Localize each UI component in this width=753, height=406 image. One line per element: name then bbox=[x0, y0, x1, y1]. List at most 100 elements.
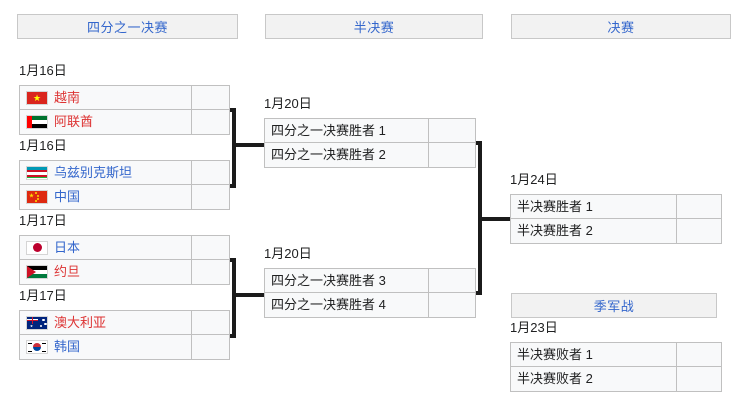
match-row[interactable]: 半决赛胜者 1 bbox=[510, 194, 722, 219]
match-date-sf2: 1月20日 bbox=[264, 246, 312, 261]
team-cell: 半决赛胜者 1 bbox=[511, 195, 677, 218]
bracket-connector-qf34-vertical bbox=[232, 258, 236, 338]
match-row[interactable]: 中国 bbox=[19, 185, 230, 210]
score-cell bbox=[677, 343, 721, 366]
match-date-qf1: 1月16日 bbox=[19, 63, 67, 78]
score-cell bbox=[192, 335, 229, 359]
round-header-semifinal: 半决赛 bbox=[265, 14, 483, 39]
score-cell bbox=[192, 236, 229, 259]
team-cell: 半决赛败者 2 bbox=[511, 367, 677, 391]
match-final: 半决赛胜者 1 半决赛胜者 2 bbox=[510, 194, 722, 244]
team-cell: 四分之一决赛胜者 4 bbox=[265, 293, 429, 317]
team-name[interactable]: 韩国 bbox=[54, 339, 81, 354]
team-name: 四分之一决赛胜者 3 bbox=[271, 272, 386, 288]
bracket-connector-qf2-horizontal bbox=[228, 184, 236, 188]
match-row[interactable]: 阿联酋 bbox=[19, 110, 230, 135]
round-header-final-label: 决赛 bbox=[607, 20, 635, 35]
team-name: 四分之一决赛胜者 1 bbox=[271, 122, 386, 138]
score-cell bbox=[192, 311, 229, 334]
score-cell bbox=[429, 143, 475, 167]
team-cell[interactable]: 乌兹别克斯坦 bbox=[20, 161, 192, 184]
score-cell bbox=[677, 195, 721, 218]
team-name: 四分之一决赛胜者 2 bbox=[271, 147, 386, 162]
round-header-quarterfinal-label: 四分之一决赛 bbox=[86, 20, 168, 35]
match-qf4: 澳大利亚 韩国 bbox=[19, 310, 230, 360]
team-cell[interactable]: 约旦 bbox=[20, 260, 192, 284]
score-cell bbox=[677, 367, 721, 391]
bracket-connector-qf3-horizontal bbox=[228, 258, 236, 262]
match-sf1: 四分之一决赛胜者 1 四分之一决赛胜者 2 bbox=[264, 118, 476, 168]
uae-flag bbox=[26, 115, 48, 129]
match-qf1: ★ 越南 阿联酋 bbox=[19, 85, 230, 135]
bracket-connector-qf1-horizontal bbox=[228, 108, 236, 112]
team-cell[interactable]: 中国 bbox=[20, 185, 192, 209]
team-cell: 半决赛胜者 2 bbox=[511, 219, 677, 243]
match-date-qf2: 1月16日 bbox=[19, 138, 67, 153]
score-cell bbox=[429, 119, 475, 142]
bracket-connector-sf1-out bbox=[474, 141, 482, 145]
jordan-flag bbox=[26, 265, 48, 279]
team-cell: 四分之一决赛胜者 1 bbox=[265, 119, 429, 142]
match-row[interactable]: 半决赛败者 1 bbox=[510, 342, 722, 367]
score-cell bbox=[192, 86, 229, 109]
team-cell[interactable]: 韩国 bbox=[20, 335, 192, 359]
match-qf2: 乌兹别克斯坦 中国 bbox=[19, 160, 230, 210]
round-header-third-place: 季军战 bbox=[511, 293, 717, 318]
team-name: 半决赛败者 2 bbox=[517, 371, 593, 386]
match-row[interactable]: 四分之一决赛胜者 3 bbox=[264, 268, 476, 293]
match-row[interactable]: 四分之一决赛胜者 1 bbox=[264, 118, 476, 143]
match-row[interactable]: 韩国 bbox=[19, 335, 230, 360]
match-row[interactable]: 日本 bbox=[19, 235, 230, 260]
team-name[interactable]: 越南 bbox=[54, 89, 81, 105]
team-name[interactable]: 约旦 bbox=[54, 264, 81, 279]
bracket-connector-sf2-out bbox=[474, 291, 482, 295]
team-cell[interactable]: ★ 越南 bbox=[20, 86, 192, 109]
match-row[interactable]: 乌兹别克斯坦 bbox=[19, 160, 230, 185]
match-row[interactable]: 半决赛败者 2 bbox=[510, 367, 722, 392]
match-row[interactable]: 约旦 bbox=[19, 260, 230, 285]
team-cell[interactable]: 阿联酋 bbox=[20, 110, 192, 134]
round-header-third-place-label: 季军战 bbox=[593, 299, 635, 314]
team-name: 四分之一决赛胜者 4 bbox=[271, 297, 386, 312]
match-row[interactable]: 半决赛胜者 2 bbox=[510, 219, 722, 244]
team-name: 半决赛胜者 1 bbox=[517, 198, 593, 214]
vietnam-flag: ★ bbox=[26, 90, 48, 105]
team-cell[interactable]: 澳大利亚 bbox=[20, 311, 192, 334]
team-name[interactable]: 阿联酋 bbox=[54, 114, 94, 129]
match-row[interactable]: 四分之一决赛胜者 4 bbox=[264, 293, 476, 318]
japan-flag bbox=[26, 240, 48, 255]
team-name[interactable]: 澳大利亚 bbox=[54, 314, 107, 330]
match-date-third-place: 1月23日 bbox=[510, 320, 558, 335]
round-header-semifinal-label: 半决赛 bbox=[353, 20, 395, 35]
match-date-sf1: 1月20日 bbox=[264, 96, 312, 111]
score-cell bbox=[429, 269, 475, 292]
score-cell bbox=[192, 161, 229, 184]
bracket-connector-qf12-vertical bbox=[232, 108, 236, 188]
match-date-qf3: 1月17日 bbox=[19, 213, 67, 228]
score-cell bbox=[192, 185, 229, 209]
team-cell[interactable]: 日本 bbox=[20, 236, 192, 259]
team-name[interactable]: 乌兹别克斯坦 bbox=[54, 164, 133, 180]
team-cell: 半决赛败者 1 bbox=[511, 343, 677, 366]
southkorea-flag bbox=[26, 340, 48, 354]
match-third-place: 半决赛败者 1 半决赛败者 2 bbox=[510, 342, 722, 392]
australia-flag bbox=[26, 315, 48, 330]
team-name: 半决赛败者 1 bbox=[517, 346, 593, 362]
score-cell bbox=[429, 293, 475, 317]
team-name[interactable]: 日本 bbox=[54, 239, 81, 255]
team-cell: 四分之一决赛胜者 2 bbox=[265, 143, 429, 167]
match-row[interactable]: ★ 越南 bbox=[19, 85, 230, 110]
match-row[interactable]: 澳大利亚 bbox=[19, 310, 230, 335]
match-qf3: 日本 约旦 bbox=[19, 235, 230, 285]
match-sf2: 四分之一决赛胜者 3 四分之一决赛胜者 4 bbox=[264, 268, 476, 318]
bracket-connector-qf4-horizontal bbox=[228, 334, 236, 338]
round-header-final: 决赛 bbox=[511, 14, 731, 39]
team-name[interactable]: 中国 bbox=[54, 189, 81, 204]
match-date-qf4: 1月17日 bbox=[19, 288, 67, 303]
team-name: 半决赛胜者 2 bbox=[517, 223, 593, 238]
team-cell: 四分之一决赛胜者 3 bbox=[265, 269, 429, 292]
uzbekistan-flag bbox=[26, 165, 48, 180]
bracket-connector-sf2-in bbox=[232, 293, 266, 297]
china-flag bbox=[26, 190, 48, 204]
match-row[interactable]: 四分之一决赛胜者 2 bbox=[264, 143, 476, 168]
